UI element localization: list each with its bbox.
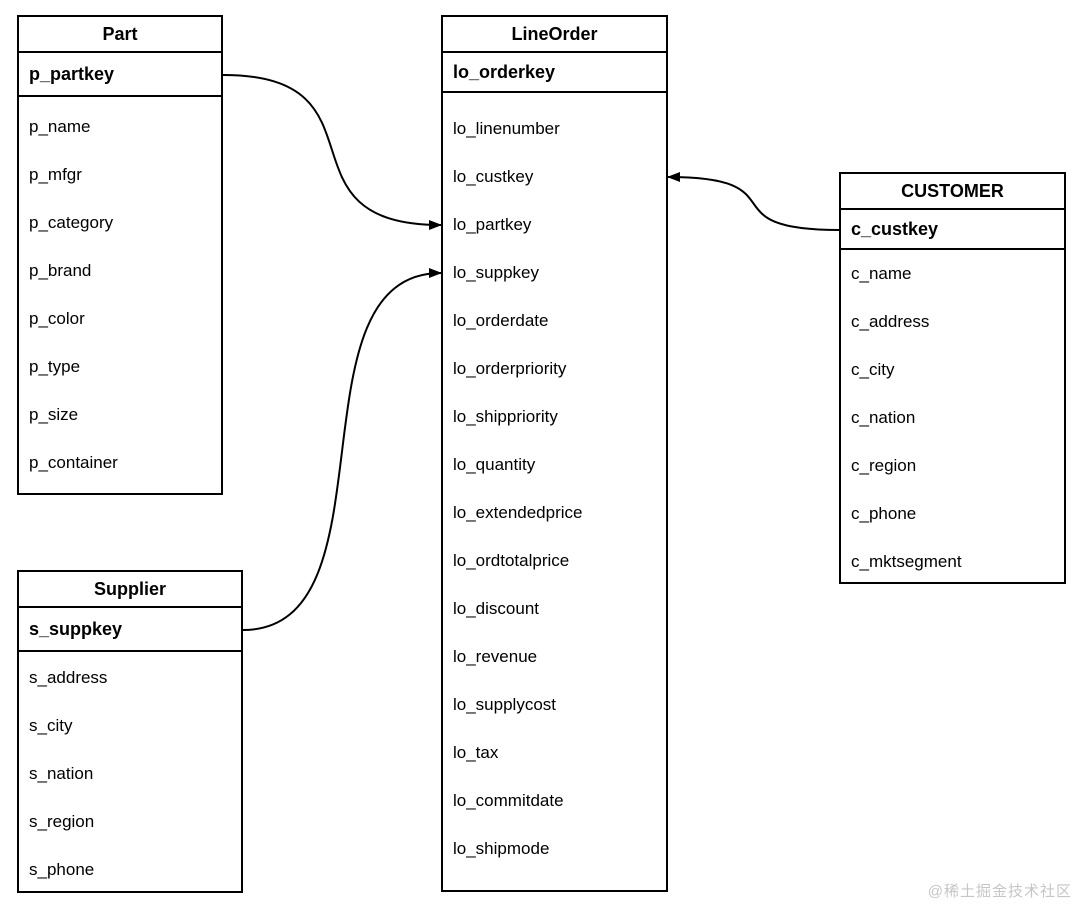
field-row: s_nation (29, 764, 94, 783)
entity-table-part: Part p_partkey p_name p_mfgr p_category p_b… (17, 15, 223, 495)
field-row: lo_extendedprice (453, 503, 583, 522)
entity-fields: lo_linenumber lo_custkey lo_partkey lo_supp… (443, 93, 666, 890)
field-row: s_phone (29, 860, 95, 879)
field-row: c_mktsegment (851, 552, 962, 571)
entity-table-lineorder: LineOrder lo_orderkey lo_linenumber lo_cu… (441, 15, 668, 892)
field-row: p_category (29, 213, 114, 232)
field-row: lo_revenue (453, 647, 538, 666)
entity-title: CUSTOMER (841, 174, 1064, 210)
field-row: lo_tax (453, 743, 499, 762)
field-row: c_city (851, 360, 895, 379)
field-row: s_region (29, 812, 95, 831)
field-row: lo_discount (453, 599, 540, 618)
field-row: lo_custkey (453, 167, 534, 186)
watermark-text: @稀土掘金技术社区 (927, 883, 1072, 900)
field-row: lo_linenumber (453, 119, 560, 138)
field-row: lo_ordtotalprice (453, 551, 570, 570)
relationship-arrow (222, 74, 442, 230)
field-row: s_city (29, 716, 73, 735)
entity-primary-key: p_partkey (19, 53, 221, 97)
field-row: c_nation (851, 408, 916, 427)
field-row: lo_orderpriority (453, 359, 567, 378)
field-row: lo_partkey (453, 215, 532, 234)
relationship-arrow (242, 268, 442, 631)
entity-title: Part (19, 17, 221, 53)
field-row: lo_commitdate (453, 791, 564, 810)
field-row: c_address (851, 312, 930, 331)
entity-table-customer: CUSTOMER c_custkey c_name c_address c_city… (839, 172, 1066, 584)
field-row: c_region (851, 456, 917, 475)
field-row: p_name (29, 117, 91, 136)
field-row: p_container (29, 453, 118, 472)
field-row: lo_quantity (453, 455, 536, 474)
entity-primary-key: lo_orderkey (443, 53, 666, 93)
field-row: p_color (29, 309, 85, 328)
field-row: lo_suppkey (453, 263, 540, 282)
entity-title: Supplier (19, 572, 241, 608)
entity-fields: s_address s_city s_nation s_region s_phone (19, 652, 241, 891)
entity-fields: c_name c_address c_city c_nation c_region c_p… (841, 250, 1064, 582)
field-row: lo_shippriority (453, 407, 558, 426)
field-row: lo_supplycost (453, 695, 557, 714)
field-row: p_size (29, 405, 79, 424)
entity-fields: p_name p_mfgr p_category p_brand p_color p_ty… (19, 97, 221, 493)
field-row: c_name (851, 264, 912, 283)
entity-title: LineOrder (443, 17, 666, 53)
field-row: p_mfgr (29, 165, 82, 184)
field-row: p_type (29, 357, 81, 376)
field-row: s_address (29, 668, 108, 687)
entity-primary-key: c_custkey (841, 210, 1064, 250)
field-row: p_brand (29, 261, 92, 280)
relationship-arrow (667, 172, 840, 231)
field-row: c_phone (851, 504, 917, 523)
entity-primary-key: s_suppkey (19, 608, 241, 652)
field-row: lo_shipmode (453, 839, 550, 858)
entity-table-supplier: Supplier s_suppkey s_address s_city s_nati… (17, 570, 243, 893)
field-row: lo_orderdate (453, 311, 549, 330)
